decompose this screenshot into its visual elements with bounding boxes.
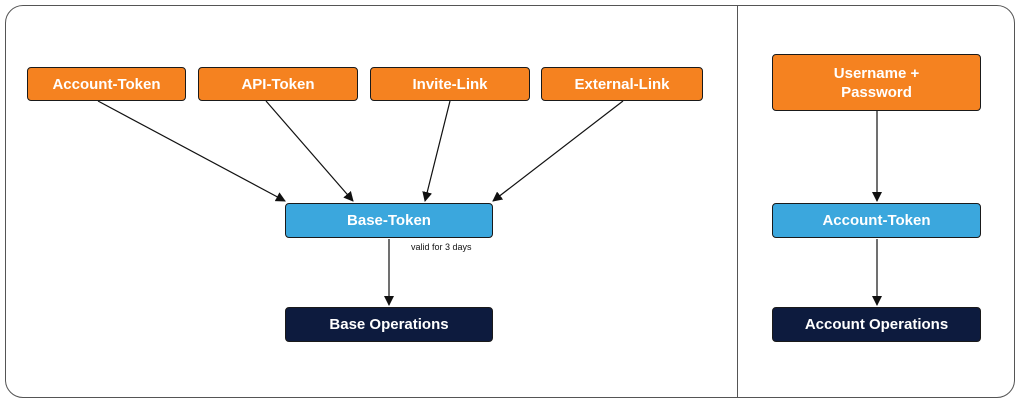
account-operations-node: Account Operations bbox=[772, 307, 981, 342]
credentials-node: Username + Password bbox=[772, 54, 981, 111]
source-node-external-link: External-Link bbox=[541, 67, 703, 101]
source-node-api-token: API-Token bbox=[198, 67, 358, 101]
account-token-node: Account-Token bbox=[772, 203, 981, 238]
source-node-invite-link: Invite-Link bbox=[370, 67, 530, 101]
arrow-external-link-to-base-token bbox=[492, 100, 624, 202]
source-node-account-token: Account-Token bbox=[27, 67, 186, 101]
arrow-account-token-to-base-token bbox=[97, 100, 286, 202]
base-token-node: Base-Token bbox=[285, 203, 493, 238]
panel-divider bbox=[737, 6, 738, 397]
base-operations-node: Base Operations bbox=[285, 307, 493, 342]
arrow-api-token-to-base-token bbox=[265, 100, 354, 202]
arrow-invite-link-to-base-token bbox=[422, 100, 451, 202]
base-token-validity-note: valid for 3 days bbox=[411, 242, 472, 252]
diagram-frame bbox=[5, 5, 1015, 398]
